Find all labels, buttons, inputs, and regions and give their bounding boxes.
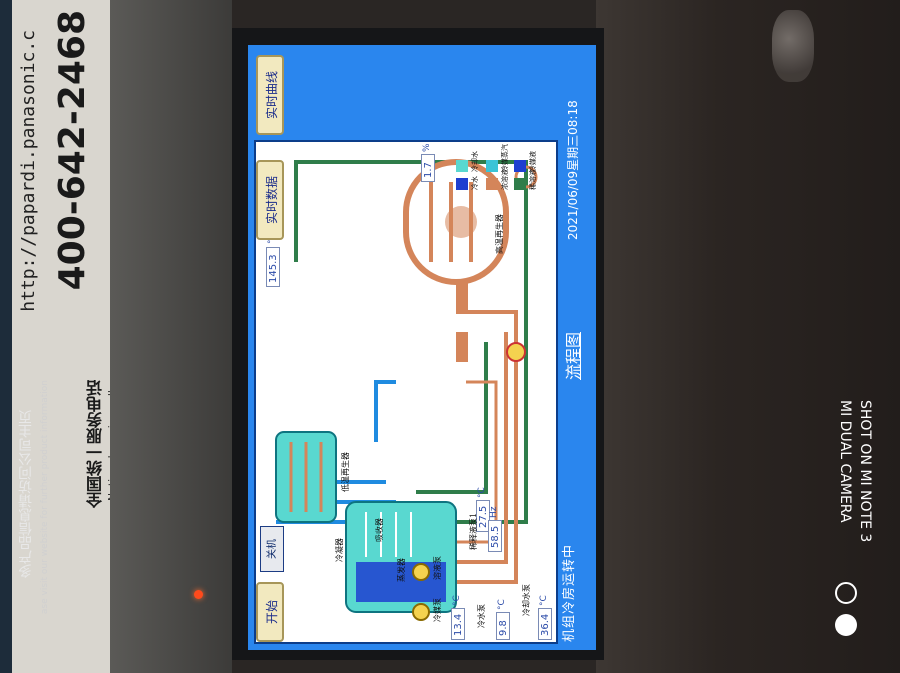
opening-readout: 1.7 [421,154,435,182]
legend-label-dilute: 稀溶液 [529,169,537,190]
sticker-dark-strip [0,0,12,673]
pipe-dilute-branch [416,342,488,494]
sticker-url: http://papardi.panasonic.c [18,30,39,312]
chilled-in-temp-unit: °C [452,595,462,606]
device-frame [110,0,232,673]
legend-swatch-dilute [514,178,526,190]
heat-exchanger-1 [456,282,468,312]
page-title: 流程图 [564,331,583,380]
label-cooling-water-pump: 冷却水泵 [522,584,531,616]
service-sticker: http://papardi.panasonic.c 400-642-2468 … [12,0,119,673]
label-high-temp-regenerator: 高温再生器 [495,214,504,254]
label-chilled-water-pump: 冷水泵 [477,604,486,628]
label-evaporator: 蒸发器 [397,558,406,582]
refrigerant-pump-icon [412,603,430,621]
legend-swatch-cooling-water [456,160,468,172]
regenerator-coil [289,442,323,512]
dilute-pump-icon [506,342,526,362]
frequency-readout: 58.5 [488,520,502,552]
label-low-temp-regenerator: 低温再生器 [341,452,350,492]
chilled-out-temp-readout: 9.8 [496,612,510,640]
sticker-more-info-en: ase visit our website for further produc… [40,380,50,615]
chilled-out-temp-unit: °C [497,599,507,610]
mounting-screw [772,10,814,82]
hmi-screen: 145.3 °C 1.7 % 27.5 °C 58.5 Hz 36.4 °C 9… [248,45,596,650]
label-dilute-pump-1: 稀释液泵1 [469,512,478,550]
camera-watermark: SHOT ON MI NOTE 3 MI DUAL CAMERA [835,400,875,542]
watermark-dots [835,582,857,646]
legend-label-refrigerant-liquid: 冷媒液 [529,151,537,172]
legend-label-refrigerant-vapor: 冷媒蒸汽 [501,144,509,172]
chilled-in-temp-readout: 13.4 [451,608,465,640]
hmi-canvas: 145.3 °C 1.7 % 27.5 °C 58.5 Hz 36.4 °C 9… [248,45,596,650]
datetime: 2021/06/09星期三08:18 [566,100,580,240]
legend-swatch-refrigerant-liquid [514,160,526,172]
cooling-water-temp-readout: 36.4 [538,608,552,640]
heat-exchanger-2 [456,332,468,362]
legend-label-cooling-water: 冷却水 [471,151,479,172]
start-main-button[interactable]: 开始 [256,582,284,642]
watermark-dot-icon [835,614,857,636]
label-absorber: 吸收器 [375,518,384,542]
sticker-phone: 400-642-2468 [52,10,93,291]
legend-label-concentrated: 浓溶液 [501,169,509,190]
burner-flame [445,206,477,238]
legend-swatch-refrigerant-vapor [486,160,498,172]
evap-temp-unit: °C [477,487,487,498]
flow-diagram-panel: 145.3 °C 1.7 % 27.5 °C 58.5 Hz 36.4 °C 9… [254,140,558,644]
label-solution-pump: 溶液泵 [433,556,442,580]
solution-pump-icon [412,563,430,581]
sticker-more-info-cn: 多产品信息请访问公司主页 [18,410,34,578]
pipe-concentrated-1 [416,310,518,584]
pipe-cooling-water [374,380,396,442]
legend-swatch-concentrated [486,178,498,190]
frequency-unit: Hz [489,506,499,519]
status-title: 机组冷房运转中 [562,543,577,642]
power-led [194,590,203,599]
realtime-curve-button[interactable]: 实时曲线 [256,55,284,135]
stop-button[interactable]: 关机 [260,526,284,572]
watermark-line-2: MI DUAL CAMERA [837,400,853,523]
opening-unit: % [422,143,432,152]
burner-gauge [514,165,538,189]
flow-diagram [275,159,538,621]
generator-temp-readout: 145.3 [266,247,280,287]
absorber-tubes [365,512,412,557]
legend-swatch-chilled-water [456,178,468,190]
legend-label-chilled-water: 冷水 [471,176,479,190]
label-condenser: 冷凝器 [335,538,344,562]
realtime-data-button[interactable]: 实时数据 [256,160,284,240]
label-refrigerant-pump: 冷媒泵 [433,598,442,622]
cooling-water-temp-unit: °C [539,595,549,606]
watermark-line-1: SHOT ON MI NOTE 3 [857,400,873,543]
watermark-ring-icon [835,582,857,604]
device-right-frame [596,0,900,673]
sticker-hotline-cn: 全国统一服务电话 [86,380,105,508]
